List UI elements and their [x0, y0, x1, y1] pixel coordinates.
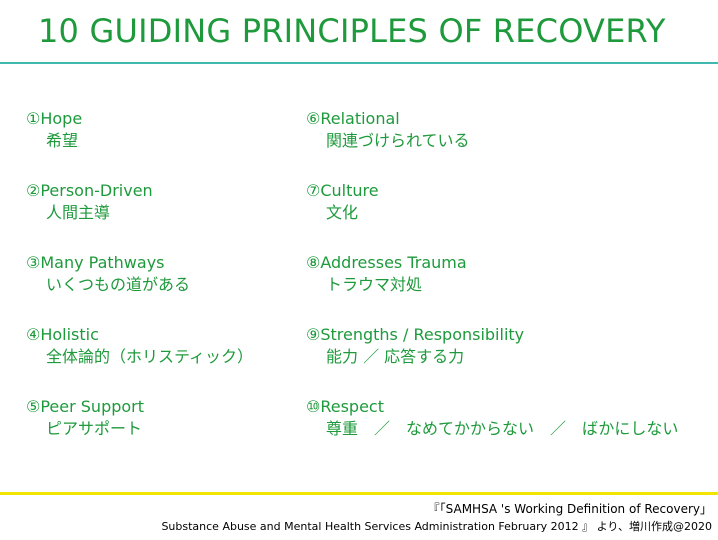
- principle-english: ②Person-Driven: [26, 181, 153, 200]
- principle-english: ⑧Addresses Trauma: [306, 253, 467, 272]
- principle-item: ⑦Culture 文化: [306, 180, 678, 252]
- principle-english: ⑨Strengths / Responsibility: [306, 325, 525, 344]
- principle-english: ⑥Relational: [306, 109, 400, 128]
- principle-english: ⑩Respect: [306, 397, 384, 416]
- source-citation-publisher: Substance Abuse and Mental Health Servic…: [161, 520, 712, 533]
- principles-right-column: ⑥Relational 関連づけられている ⑦Culture 文化 ⑧Addre…: [306, 108, 678, 468]
- principle-item: ⑧Addresses Trauma トラウマ対処: [306, 252, 678, 324]
- principle-english: ①Hope: [26, 109, 83, 128]
- source-citation-title: 『「SAMHSA 's Working Definition of Recove…: [427, 502, 712, 516]
- principle-item: ⑤Peer Support ピアサポート: [26, 396, 253, 468]
- principle-japanese: 文化: [326, 203, 359, 222]
- principle-japanese: 全体論的（ホリスティック）: [46, 347, 254, 366]
- principle-item: ④Holistic 全体論的（ホリスティック）: [26, 324, 253, 396]
- principles-left-column: ①Hope 希望 ②Person-Driven 人間主導 ③Many Pathw…: [26, 108, 253, 468]
- principle-english: ⑤Peer Support: [26, 397, 145, 416]
- slide-title: 10 GUIDING PRINCIPLES OF RECOVERY: [38, 12, 666, 50]
- principle-item: ①Hope 希望: [26, 108, 253, 180]
- principle-japanese: 人間主導: [46, 203, 111, 222]
- principle-item: ⑥Relational 関連づけられている: [306, 108, 678, 180]
- principle-english: ④Holistic: [26, 325, 99, 344]
- principle-japanese: 能力 ／ 応答する力: [326, 347, 465, 366]
- principle-japanese: 希望: [46, 131, 79, 150]
- principle-english: ③Many Pathways: [26, 253, 165, 272]
- principle-english: ⑦Culture: [306, 181, 379, 200]
- principle-item: ⑩Respect 尊重 ／ なめてかからない ／ ばかにしない: [306, 396, 678, 468]
- principle-japanese: ピアサポート: [46, 419, 143, 438]
- principle-item: ②Person-Driven 人間主導: [26, 180, 253, 252]
- principle-japanese: 尊重 ／ なめてかからない ／ ばかにしない: [326, 419, 679, 438]
- principle-item: ⑨Strengths / Responsibility 能力 ／ 応答する力: [306, 324, 678, 396]
- principle-japanese: 関連づけられている: [326, 131, 470, 150]
- principle-japanese: トラウマ対処: [326, 275, 423, 294]
- principle-item: ③Many Pathways いくつもの道がある: [26, 252, 253, 324]
- title-divider: [0, 62, 718, 64]
- footer-divider: [0, 492, 718, 495]
- principle-japanese: いくつもの道がある: [46, 275, 191, 294]
